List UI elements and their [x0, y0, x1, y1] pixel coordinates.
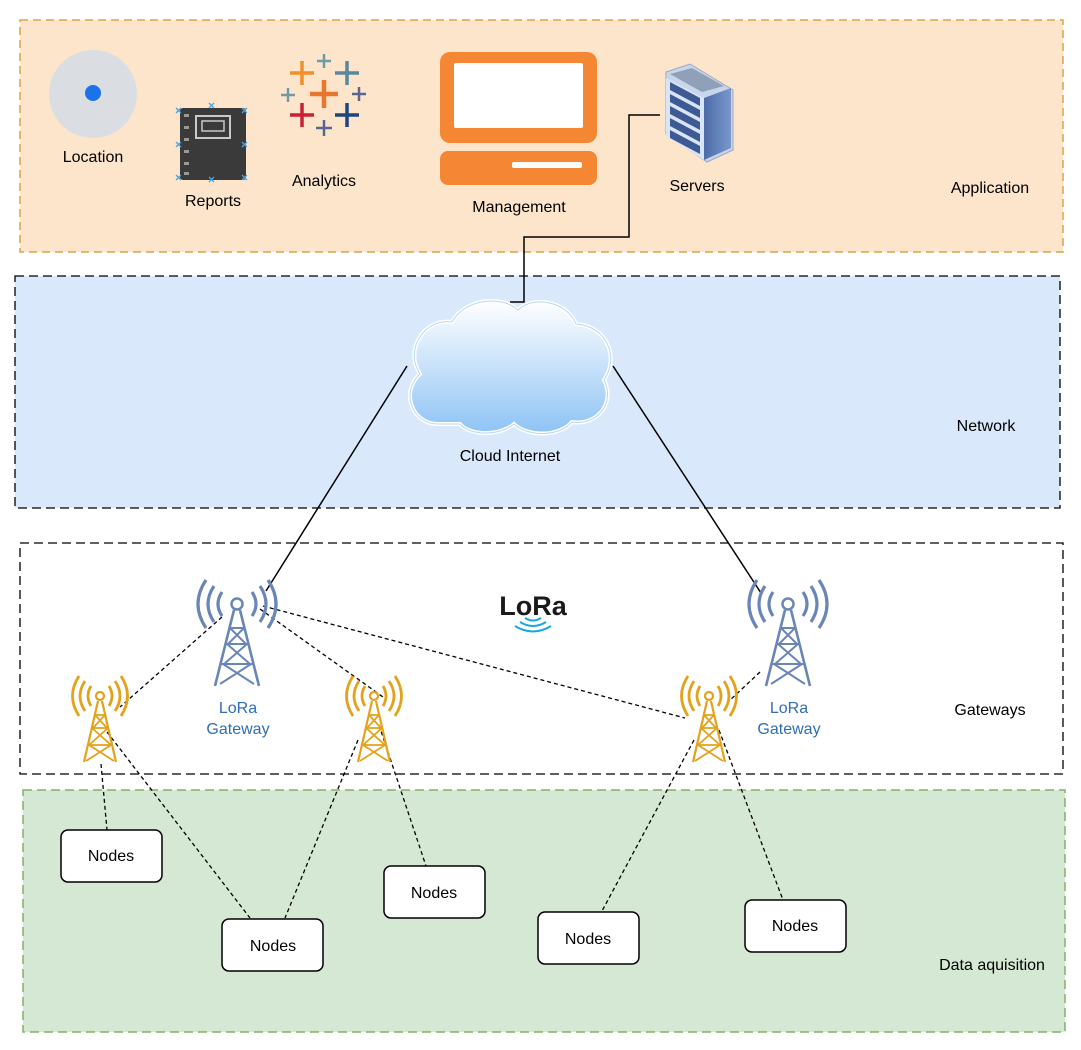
- node-label: Nodes: [250, 938, 296, 955]
- analytics-label: Analytics: [292, 173, 356, 190]
- reports-label: Reports: [185, 193, 241, 210]
- cloud-gateway-right-link: [612, 365, 762, 594]
- node-box: Nodes: [221, 918, 324, 972]
- gateway-left-label-line2: Gateway: [206, 721, 269, 738]
- location-pin-icon: [49, 50, 137, 138]
- management-computer-icon: [440, 52, 597, 185]
- cloud-icon: [408, 298, 613, 436]
- data-acquisition-layer: [22, 789, 1066, 1033]
- lora-wave-icon: [514, 617, 552, 633]
- application-layer-label: Application: [951, 180, 1029, 197]
- data-acquisition-layer-label: Data aquisition: [939, 957, 1045, 974]
- node-label: Nodes: [565, 931, 611, 948]
- cloud-label: Cloud Internet: [460, 448, 561, 465]
- server-rack-icon: [665, 63, 734, 163]
- network-layer-label: Network: [957, 418, 1017, 435]
- cloud-gateway-left-link: [265, 365, 408, 592]
- dashed-links: [100, 605, 784, 919]
- node-label: Nodes: [88, 848, 134, 865]
- reports-notebook-icon: [175, 102, 248, 183]
- lora-logo: LoRa: [499, 591, 567, 621]
- node-box: Nodes: [744, 899, 847, 953]
- gateways-layer-label: Gateways: [954, 702, 1025, 719]
- node-box: Nodes: [60, 829, 163, 883]
- gateway-left-label-line1: LoRa: [219, 700, 257, 717]
- server-cloud-link: [510, 114, 660, 303]
- management-label: Management: [472, 199, 566, 216]
- node-box: Nodes: [383, 865, 486, 919]
- gateway-right-label-line1: LoRa: [770, 700, 808, 717]
- node-label: Nodes: [772, 918, 818, 935]
- gateways-layer: [19, 542, 1064, 775]
- servers-label: Servers: [669, 178, 724, 195]
- node-label: Nodes: [411, 885, 457, 902]
- analytics-logo-icon: [281, 54, 366, 136]
- node-box: Nodes: [537, 911, 640, 965]
- location-label: Location: [63, 149, 124, 166]
- gateway-right-label-line2: Gateway: [757, 721, 820, 738]
